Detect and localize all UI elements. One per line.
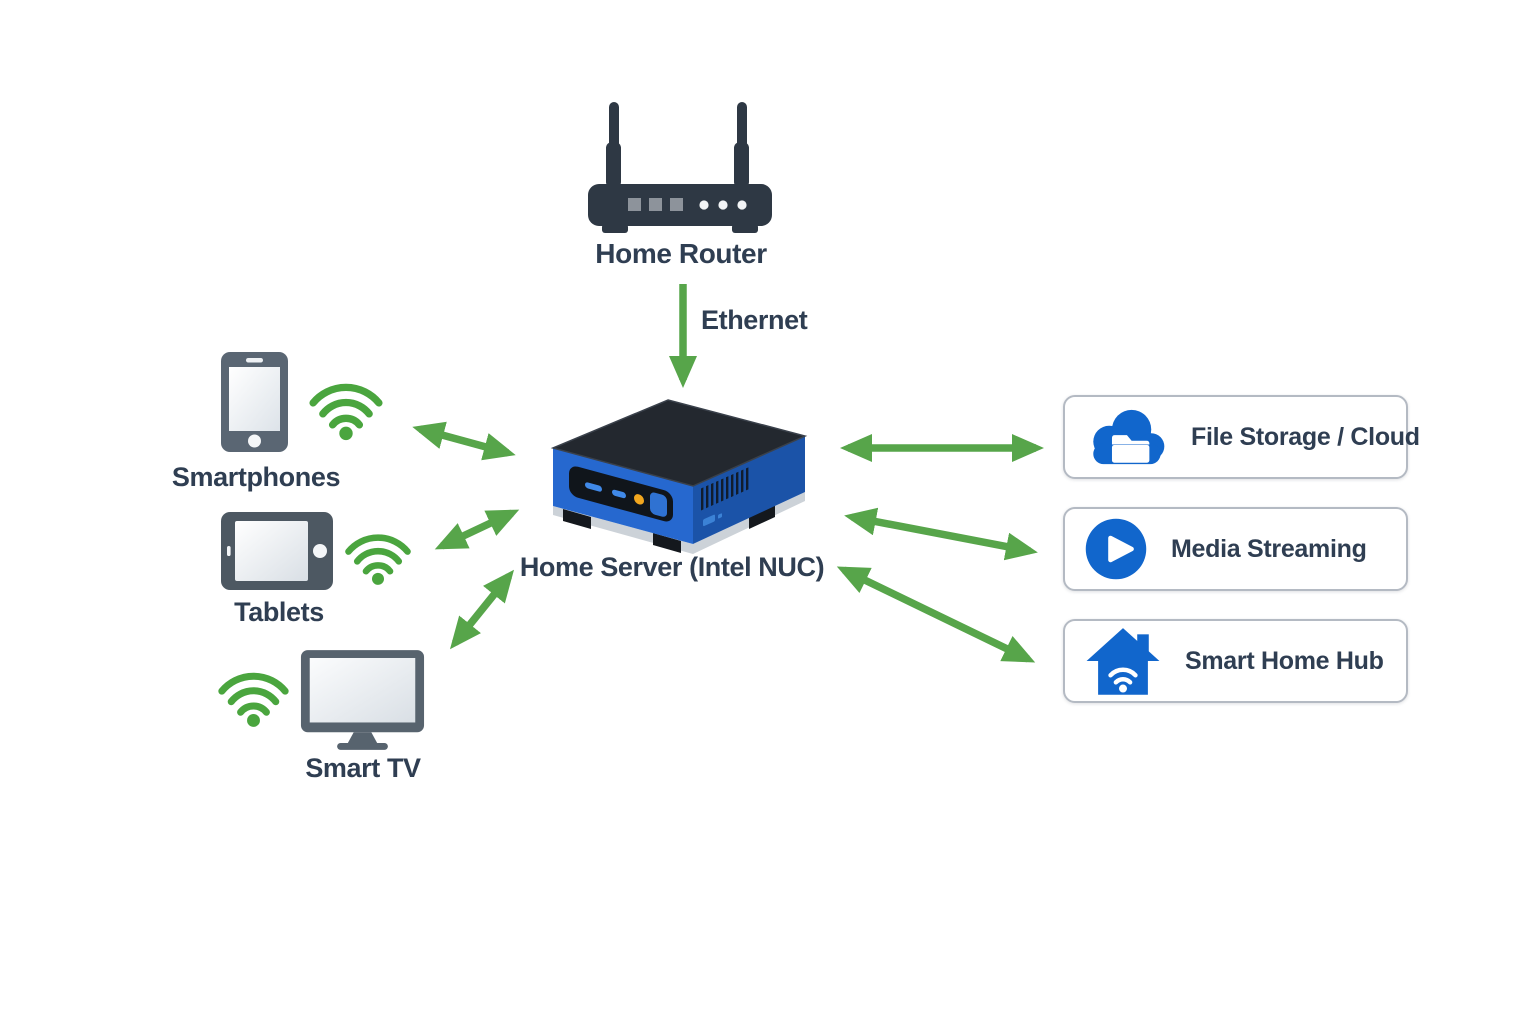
service-box-media-streaming: Media Streaming	[1063, 507, 1408, 591]
ethernet-label: Ethernet	[701, 305, 808, 335]
arrow-server-smarthomehub	[836, 566, 1036, 663]
arrow-tablets-server	[434, 509, 520, 550]
arrow-smartphones-server	[412, 421, 516, 461]
smart-tv-icon	[299, 650, 426, 750]
service-label: File Storage / Cloud	[1191, 422, 1420, 451]
service-box-file-storage: File Storage / Cloud	[1063, 395, 1420, 479]
arrow-server-mediastreaming	[844, 507, 1038, 561]
home-router-label: Home Router	[595, 238, 767, 269]
cloud-folder-icon	[1083, 404, 1169, 470]
play-icon	[1083, 516, 1149, 582]
smart-tv-wifi-icon	[216, 666, 291, 728]
tablets-label: Tablets	[234, 597, 324, 627]
smart-tv-label: Smart TV	[305, 753, 421, 783]
service-box-smart-home-hub: Smart Home Hub	[1063, 619, 1408, 703]
home-router-icon	[588, 100, 772, 234]
smart-home-icon	[1083, 623, 1163, 699]
tablet-icon	[221, 512, 333, 590]
smartphone-wifi-icon	[307, 377, 385, 441]
smartphone-icon	[221, 352, 288, 452]
arrow-smarttv-server	[449, 569, 515, 650]
home-server-icon	[543, 396, 813, 558]
smartphones-label: Smartphones	[171, 462, 341, 492]
service-label: Media Streaming	[1171, 534, 1367, 563]
home-server-label: Home Server (Intel NUC)	[519, 552, 825, 582]
service-label: Smart Home Hub	[1185, 646, 1384, 675]
tablet-wifi-icon	[343, 528, 413, 586]
